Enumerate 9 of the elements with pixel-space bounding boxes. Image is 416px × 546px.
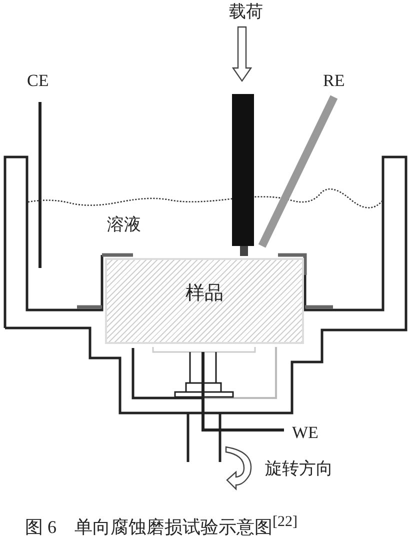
load-label: 载荷 — [229, 3, 263, 20]
figure-caption: 图 6 单向腐蚀磨损试验示意图$^{[22]}$ — [25, 515, 298, 536]
electrode-label: RE — [323, 72, 345, 89]
electrode-label: CE — [27, 72, 49, 89]
electrode-label: WE — [292, 424, 318, 441]
sample-label: 样品 — [186, 282, 224, 306]
rotation-label: 旋转方向 — [265, 460, 333, 477]
sample-block — [105, 258, 304, 344]
solution-label: 溶液 — [107, 216, 141, 233]
